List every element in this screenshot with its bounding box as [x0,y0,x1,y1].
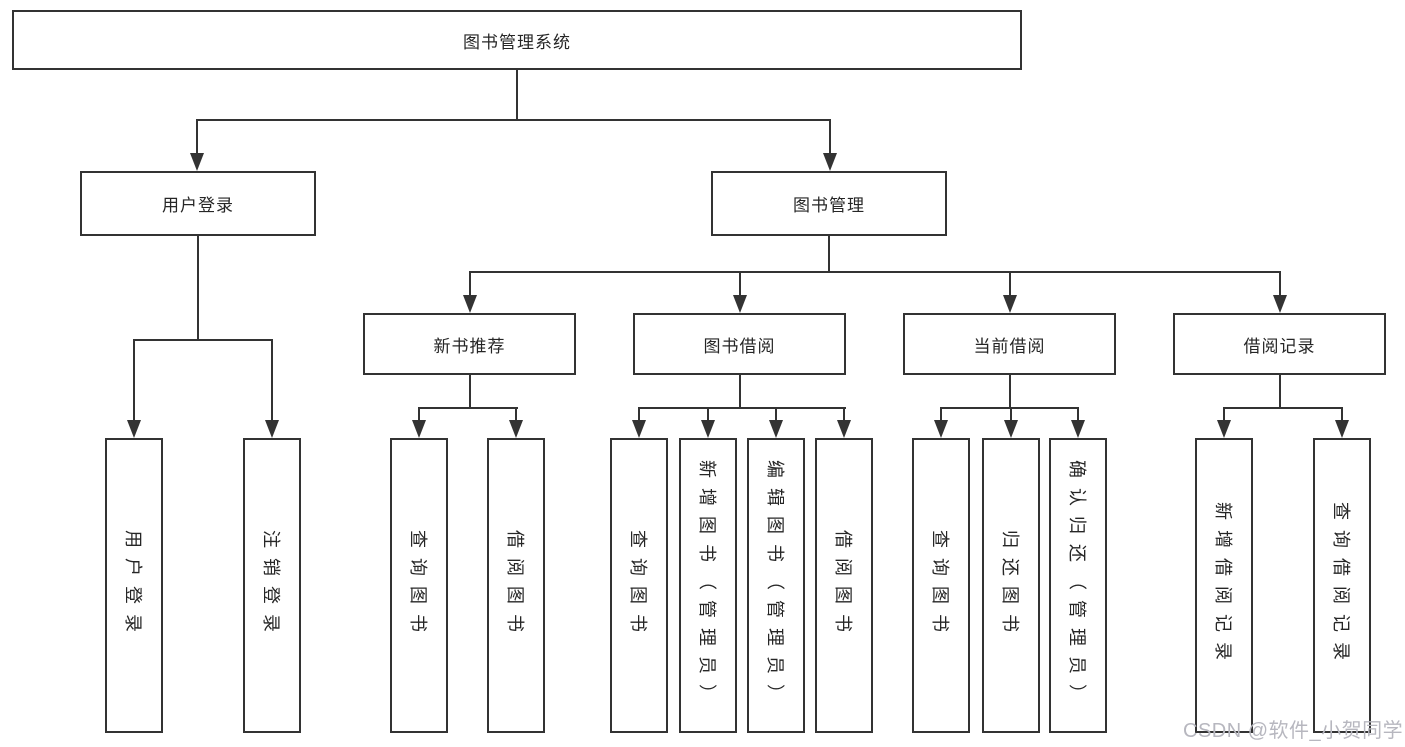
connector-root-stem [516,70,518,120]
connector-stub [707,407,709,421]
leaf-return-book: 归还图书 [982,438,1040,733]
connector-borrow-record-stem [1279,375,1281,409]
leaf-add-book-admin: 新增图书（管理员） [679,438,737,733]
leaf-edit-book-admin: 编辑图书（管理员） [747,438,805,733]
leaf-borrow-book-2: 借阅图书 [815,438,873,733]
connector-root-bus [196,119,831,121]
connector-book-borrow-bus [638,407,846,409]
connector-to-new-book-rec [469,271,471,297]
connector-to-book-mgmt [829,119,831,155]
connector-to-book-borrow [739,271,741,297]
node-label: 当前借阅 [973,336,1046,356]
leaf-add-borrow-record: 新增借阅记录 [1195,438,1253,733]
node-label: 查询图书 [628,529,648,642]
arrowhead-down-icon [1071,420,1085,438]
arrowhead-down-icon [632,420,646,438]
node-user-login: 用户登录 [80,171,316,236]
connector-stub [418,407,420,421]
node-label: 新书推荐 [433,336,506,356]
arrowhead-down-icon [837,420,851,438]
connector-stub [775,407,777,421]
leaf-borrow-book-1: 借阅图书 [487,438,545,733]
connector-user-login-bus [133,339,273,341]
connector-to-borrow-record [1279,271,1281,297]
connector-new-book-rec-stem [469,375,471,409]
node-label: 借阅图书 [833,529,853,642]
node-label: 确认归还（管理员） [1067,459,1087,712]
connector-to-user-login [196,119,198,155]
node-label: 归还图书 [1000,529,1020,642]
leaf-confirm-return-admin: 确认归还（管理员） [1049,438,1107,733]
connector-stub [1010,407,1012,421]
arrowhead-down-icon [733,295,747,313]
arrowhead-down-icon [127,420,141,438]
connector-borrow-record-bus [1223,407,1343,409]
arrowhead-down-icon [934,420,948,438]
arrowhead-down-icon [1004,420,1018,438]
node-label: 编辑图书（管理员） [765,459,785,712]
connector-to-leaf-logout [271,339,273,421]
connector-stub [940,407,942,421]
connector-book-mgmt-stem [828,236,830,272]
node-label: 借阅记录 [1243,336,1316,356]
arrowhead-down-icon [190,153,204,171]
arrowhead-down-icon [509,420,523,438]
node-book-borrowing: 图书借阅 [633,313,846,375]
node-label: 用户登录 [162,196,234,215]
connector-stub [1223,407,1225,421]
node-new-book-recommend: 新书推荐 [363,313,576,375]
leaf-query-book-2: 查询图书 [610,438,668,733]
connector-current-borrow-bus [940,407,1079,409]
arrowhead-down-icon [265,420,279,438]
arrowhead-down-icon [1217,420,1231,438]
arrowhead-down-icon [412,420,426,438]
csdn-watermark: CSDN @软件_小贺同学 [1183,720,1404,742]
arrowhead-down-icon [769,420,783,438]
connector-user-login-stem [197,236,199,340]
connector-to-current-borrow [1009,271,1011,297]
node-borrow-records: 借阅记录 [1173,313,1386,375]
connector-stub [843,407,845,421]
arrowhead-down-icon [1335,420,1349,438]
connector-new-book-rec-bus [418,407,518,409]
node-label: 查询图书 [930,529,950,642]
connector-stub [515,407,517,421]
node-label: 图书借阅 [703,336,776,356]
node-label: 新增图书（管理员） [697,459,717,712]
node-label: 查询借阅记录 [1331,501,1351,670]
connector-to-leaf-user-login [133,339,135,421]
arrowhead-down-icon [1273,295,1287,313]
leaf-query-book-3: 查询图书 [912,438,970,733]
leaf-user-login: 用户登录 [105,438,163,733]
arrowhead-down-icon [823,153,837,171]
node-label: 新增借阅记录 [1213,501,1233,670]
node-label: 图书管理 [793,196,865,215]
connector-stub [638,407,640,421]
leaf-query-book-1: 查询图书 [390,438,448,733]
connector-stub [1341,407,1343,421]
connector-book-borrow-stem [739,375,741,409]
connector-stub [1077,407,1079,421]
leaf-logout: 注销登录 [243,438,301,733]
node-label: 用户登录 [123,529,143,642]
connector-current-borrow-stem [1009,375,1011,409]
node-book-management: 图书管理 [711,171,947,236]
arrowhead-down-icon [1003,295,1017,313]
node-label: 借阅图书 [505,529,525,642]
node-label: 注销登录 [261,529,281,642]
node-current-borrowing: 当前借阅 [903,313,1116,375]
leaf-query-borrow-record: 查询借阅记录 [1313,438,1371,733]
node-label: 图书管理系统 [463,32,571,52]
arrowhead-down-icon [701,420,715,438]
node-library-management-system: 图书管理系统 [12,10,1022,70]
node-label: 查询图书 [408,529,428,642]
connector-book-mgmt-bus [469,271,1281,273]
arrowhead-down-icon [463,295,477,313]
